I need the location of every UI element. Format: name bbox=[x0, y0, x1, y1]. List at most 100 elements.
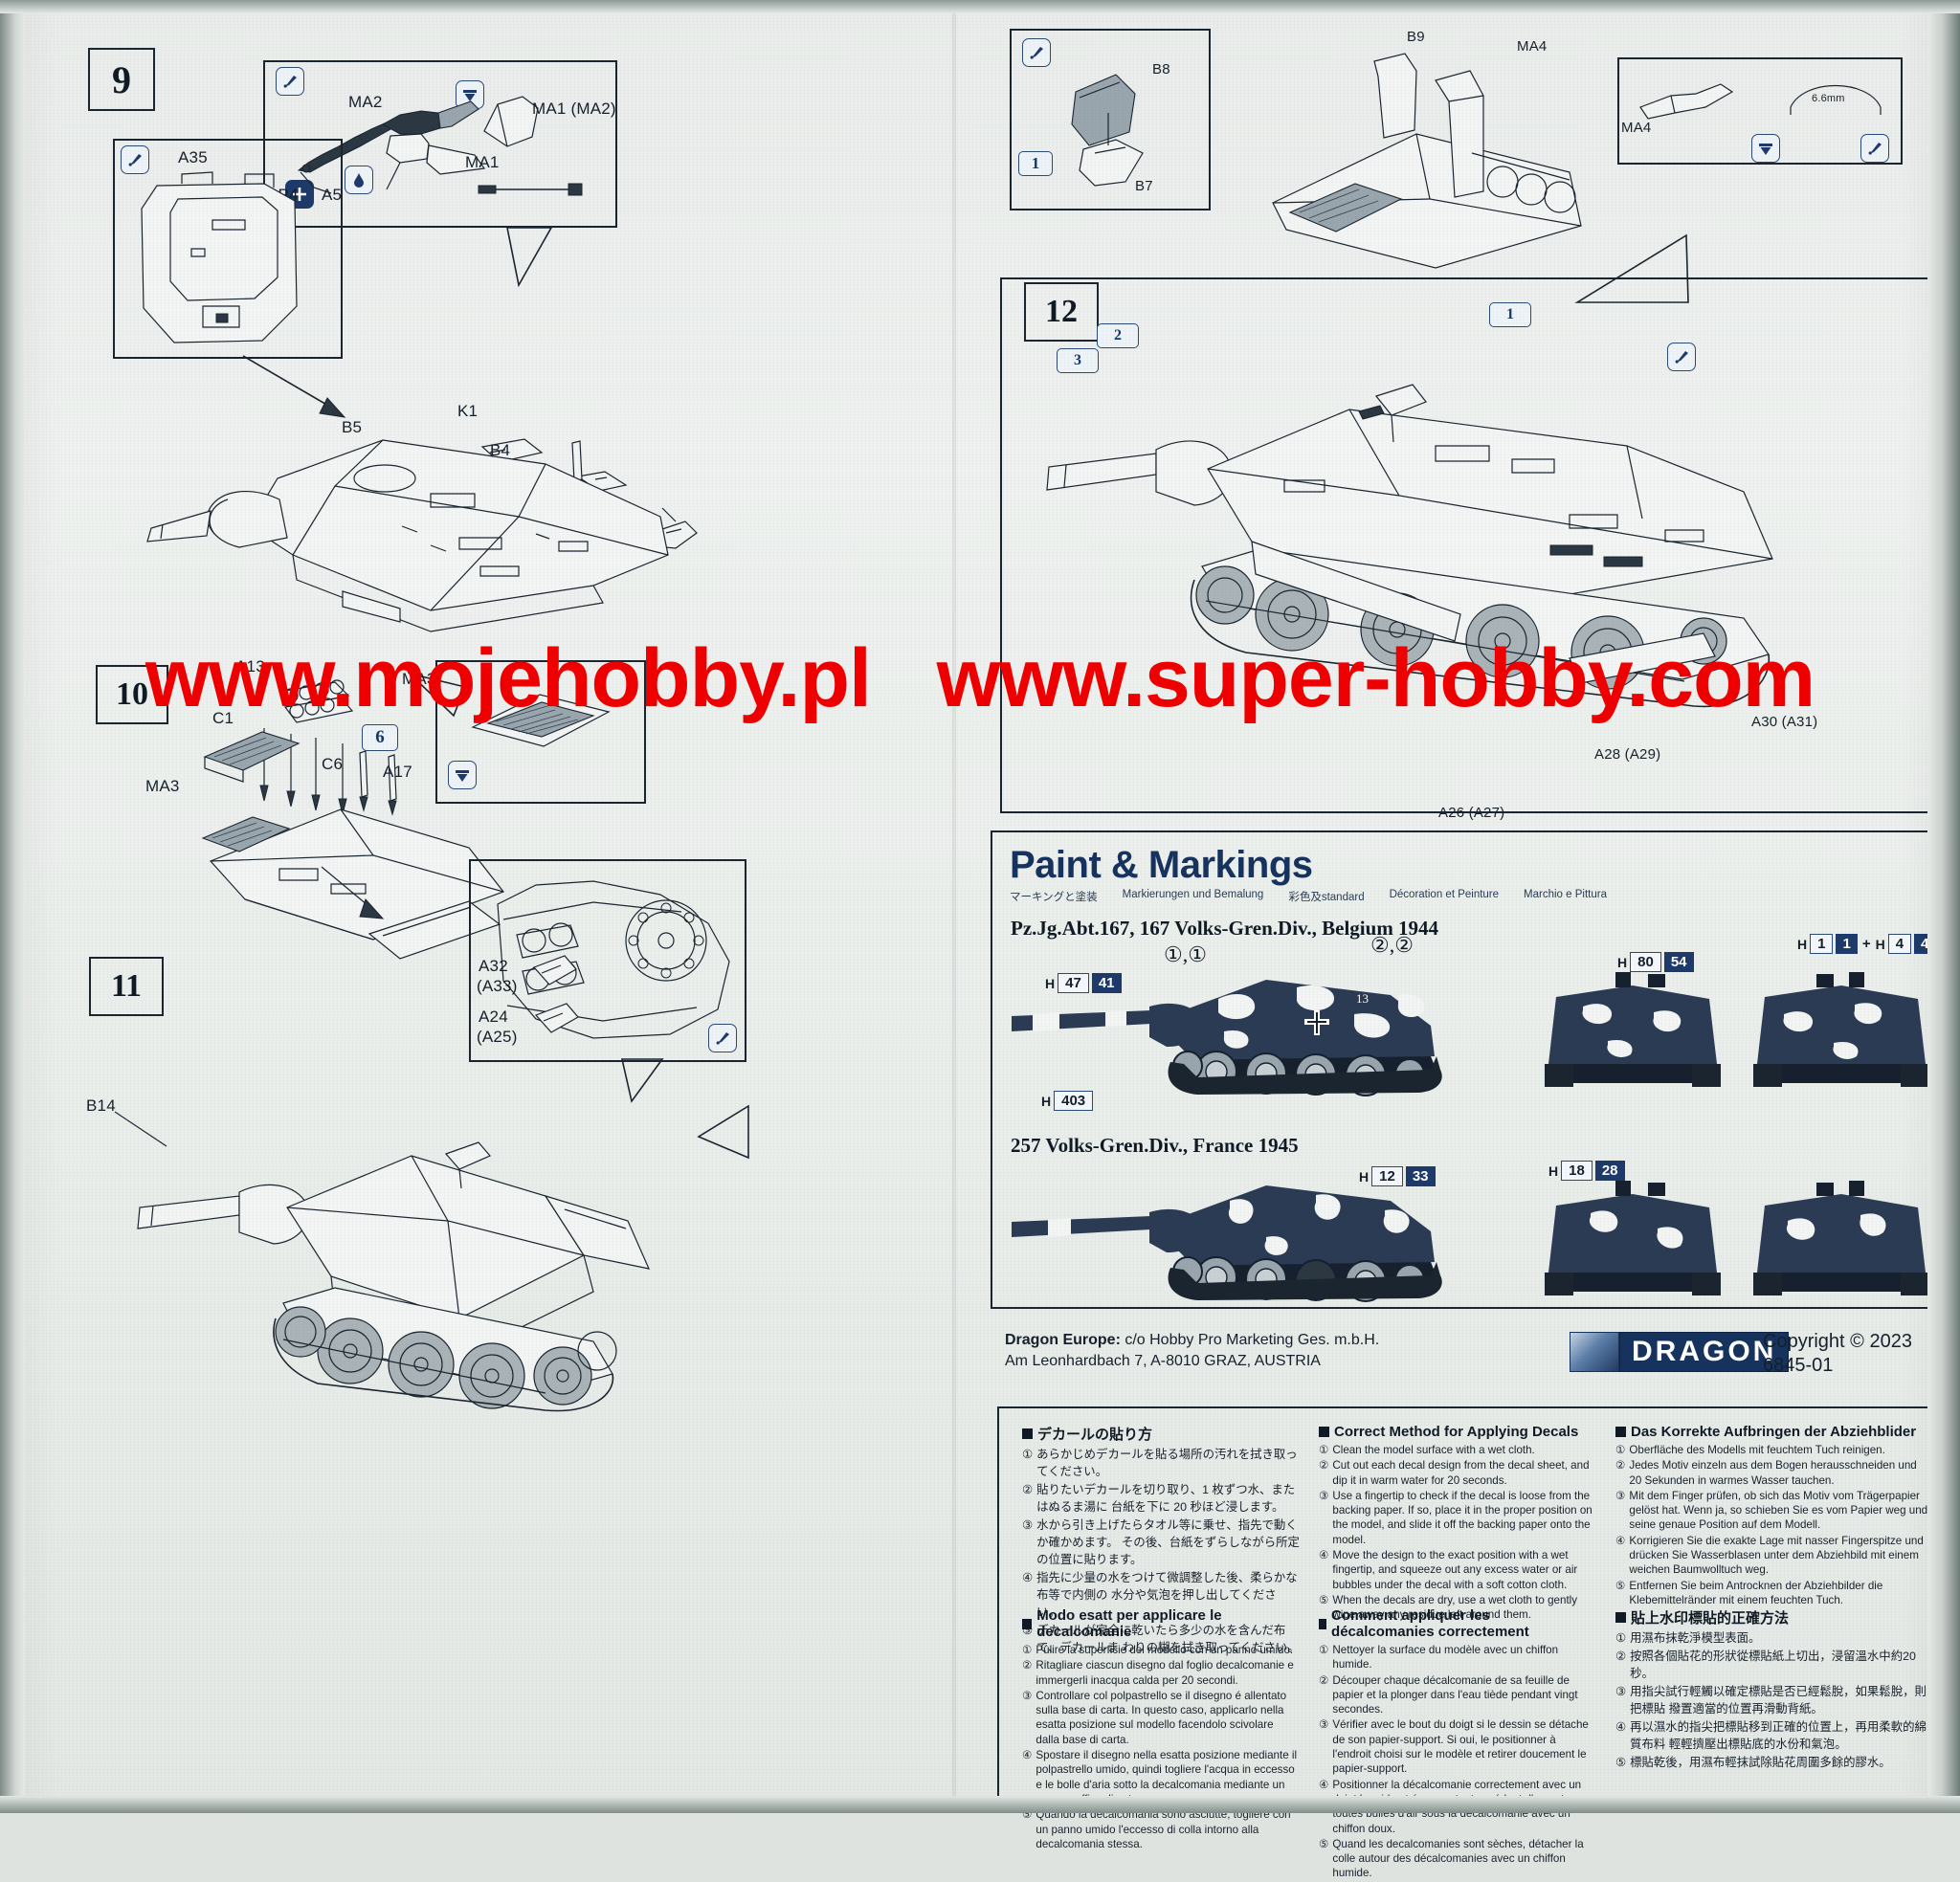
step12-tag-4: 1 bbox=[1489, 302, 1531, 327]
step10-a6-leader bbox=[316, 861, 402, 928]
paint-prefix-5: H bbox=[1875, 936, 1885, 952]
step12-detail-panel-left bbox=[1010, 29, 1211, 210]
paint-code-h403: H 403 bbox=[1041, 1091, 1094, 1111]
step12-tag-2: 2 bbox=[1097, 323, 1139, 348]
label-b9: B9 bbox=[1407, 29, 1425, 45]
decal-col-italian: Modo esatt per applicare le decalcomanie… bbox=[1022, 1607, 1300, 1852]
step12-tag-1: 1 bbox=[1018, 151, 1053, 176]
paint-b-6: 33 bbox=[1405, 1166, 1436, 1186]
label-c1: C1 bbox=[212, 709, 234, 727]
label-b14: B14 bbox=[86, 1096, 116, 1115]
scheme-1-title: Pz.Jg.Abt.167, 167 Volks-Gren.Div., Belg… bbox=[1011, 917, 1439, 940]
label-ma2: MA2 bbox=[348, 93, 383, 111]
step10-detail-panel bbox=[435, 660, 646, 804]
step-number-12: 12 bbox=[1024, 282, 1099, 342]
label-b8: B8 bbox=[1152, 61, 1170, 77]
step12-detail-panel-right bbox=[1617, 57, 1903, 165]
scheme-2-side-view bbox=[1012, 1185, 1442, 1316]
label-a25: (A25) bbox=[477, 1028, 518, 1046]
kit-number: 6845-01 bbox=[1763, 1355, 1834, 1376]
copyright-block: Copyright © 2023 6845-01 bbox=[1763, 1330, 1912, 1378]
tag-3b-text: 3 bbox=[1074, 352, 1081, 368]
step10-a32-a24-parts bbox=[526, 952, 632, 1057]
page-edge-left bbox=[0, 0, 25, 1813]
decal-col-french: Comment appliquer les décalcomanies corr… bbox=[1319, 1607, 1594, 1882]
mg-barrel-part bbox=[477, 174, 591, 203]
label-b7: B7 bbox=[1135, 178, 1153, 194]
bullet-square-icon bbox=[1615, 1427, 1626, 1437]
scheme-1-side-view: 13 bbox=[1012, 980, 1442, 1110]
paint-a-7: 18 bbox=[1561, 1161, 1592, 1181]
tag-4-text: 1 bbox=[1506, 306, 1514, 322]
pm-sub-fr: Décoration et Peinture bbox=[1389, 889, 1500, 900]
pm-sub-it: Marchio e Pittura bbox=[1524, 889, 1607, 900]
label-a24: A24 bbox=[479, 1007, 508, 1026]
scheme-1-callout-1: ①,① bbox=[1164, 942, 1207, 966]
decal-heading-zh-text: 貼上水印標貼的正確方法 bbox=[1631, 1610, 1790, 1627]
step10-detail-tail bbox=[402, 670, 469, 727]
label-a30: A30 (A31) bbox=[1751, 714, 1818, 730]
step-number-11: 11 bbox=[89, 957, 164, 1016]
scheme-1-callout-2: ②,② bbox=[1370, 933, 1414, 957]
ma1-part-art bbox=[479, 91, 584, 167]
label-ma1: MA1 bbox=[465, 153, 500, 171]
label-a13: A13 bbox=[235, 657, 265, 675]
press-fit-icon-2 bbox=[448, 761, 477, 789]
company-label: Dragon Europe: bbox=[1005, 1332, 1121, 1348]
label-k1: K1 bbox=[457, 402, 479, 420]
paint-prefix-2: H bbox=[1041, 1093, 1052, 1109]
paint-brush-icon-3 bbox=[708, 1024, 737, 1052]
decal-col-german: Das Korrekte Aufbringen der Abziehblider… bbox=[1615, 1424, 1931, 1608]
pm-sub-de: Markierungen und Bemalung bbox=[1122, 889, 1264, 900]
step-10-label: 10 bbox=[116, 676, 148, 712]
label-a35: A35 bbox=[178, 148, 208, 166]
dimension-arc bbox=[1785, 71, 1890, 119]
scheme-2-front-view bbox=[1545, 1181, 1721, 1295]
decal-heading-zh: 貼上水印標貼的正確方法 bbox=[1615, 1607, 1931, 1627]
dragon-mark-icon bbox=[1570, 1332, 1619, 1372]
step11-panel-tail bbox=[660, 1100, 756, 1177]
decal-heading-fr-text: Comment appliquer les décalcomanies corr… bbox=[1331, 1607, 1529, 1640]
company-rest: c/o Hobby Pro Marketing Ges. m.b.H. bbox=[1120, 1332, 1380, 1348]
paint-a: 47 bbox=[1058, 973, 1089, 993]
scheme-1-rear-view bbox=[1753, 972, 1929, 1087]
nozzle-art bbox=[1633, 75, 1757, 132]
paint-prefix: H bbox=[1045, 975, 1056, 991]
bullet-square-icon bbox=[1319, 1427, 1329, 1437]
paint-code-h18-28: H 18 28 bbox=[1548, 1161, 1625, 1181]
step9-hull-floor-panel bbox=[113, 139, 343, 359]
bullet-square-icon bbox=[1615, 1612, 1626, 1623]
paint-brush-icon-6 bbox=[1667, 343, 1696, 371]
step-number-10: 10 bbox=[96, 665, 168, 724]
step12-rear-deck-art bbox=[1244, 38, 1627, 277]
paint-code-h12-33: H 12 33 bbox=[1359, 1166, 1436, 1186]
page-edge-right bbox=[1927, 0, 1960, 1813]
b14-leader bbox=[111, 1108, 197, 1165]
paint-a-6: 12 bbox=[1371, 1166, 1403, 1186]
page-edge-top bbox=[0, 0, 1960, 13]
scheme-1-front-view bbox=[1545, 972, 1721, 1087]
decal-heading-en-text: Correct Method for Applying Decals bbox=[1334, 1424, 1579, 1440]
paint-b-3: 54 bbox=[1663, 952, 1694, 972]
mg34-art bbox=[287, 86, 574, 210]
tag-1-text: 1 bbox=[1031, 154, 1040, 172]
paint-markings-subtitles: マーキングと塗装 Markierungen und Bemalung 彩色及st… bbox=[1010, 889, 1607, 904]
step-11-label: 11 bbox=[110, 968, 143, 1004]
step9-hull-art bbox=[144, 411, 718, 660]
step10-suspension-panel bbox=[469, 859, 746, 1062]
tag-6-text: 6 bbox=[375, 727, 385, 747]
label-a28: A28 (A29) bbox=[1594, 746, 1661, 763]
dragon-wordmark: DRAGON bbox=[1619, 1332, 1790, 1372]
